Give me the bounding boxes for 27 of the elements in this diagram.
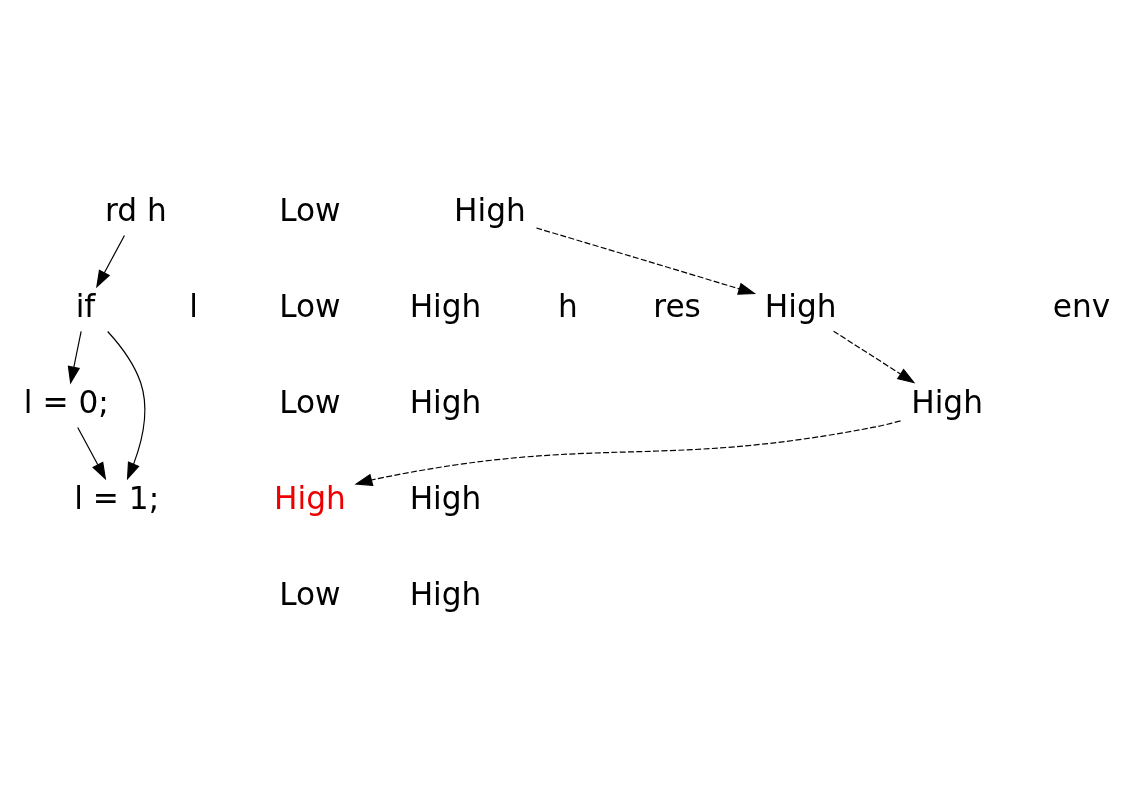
label: High <box>409 383 482 420</box>
label: High <box>409 575 482 612</box>
label: Low <box>279 383 341 420</box>
node-text: High <box>911 383 983 420</box>
node-text: if <box>75 287 96 324</box>
arrow <box>107 330 146 480</box>
arrow <box>96 234 126 288</box>
label: Low <box>279 287 341 324</box>
node-text: rd h <box>105 191 167 228</box>
label: High <box>409 287 482 324</box>
label: res <box>653 287 701 324</box>
arrow <box>67 330 82 384</box>
arrow <box>77 426 107 480</box>
label: h <box>558 287 578 324</box>
label: l <box>189 287 198 324</box>
arrow <box>354 419 902 486</box>
node-text: l = 0; <box>23 383 109 420</box>
label: env <box>1052 287 1111 324</box>
label: High <box>409 479 482 516</box>
arrow <box>535 226 757 295</box>
node-text: High <box>274 479 346 516</box>
label: Low <box>279 575 341 612</box>
node-text: High <box>454 191 526 228</box>
node-text: High <box>764 287 837 324</box>
label: Low <box>279 191 341 228</box>
node-text: l = 1; <box>74 479 160 516</box>
arrow <box>832 330 916 383</box>
